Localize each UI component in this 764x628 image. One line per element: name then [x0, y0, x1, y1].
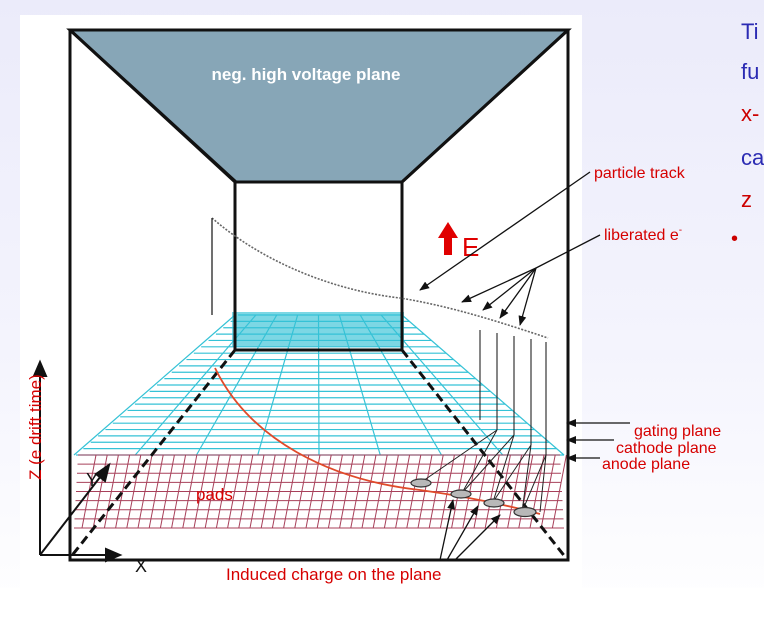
- liberated-electrons-label: liberated e-: [604, 225, 682, 244]
- side-text-line-1: Ti: [741, 19, 759, 44]
- side-text-line-3: x-: [741, 101, 760, 126]
- axis-x-label: X: [135, 556, 147, 576]
- chamber-edges: [68, 28, 570, 562]
- pad-column: [339, 454, 355, 529]
- pad-column: [439, 454, 455, 529]
- induced-charge-cones: [419, 429, 547, 513]
- cathode-plane-label: cathode plane: [616, 440, 717, 457]
- pad-column: [171, 454, 187, 529]
- pad-column: [484, 454, 500, 529]
- pad-column: [551, 454, 567, 529]
- pad-column: [126, 454, 142, 529]
- pad-column: [215, 454, 231, 529]
- pad-column: [406, 454, 422, 529]
- side-bullet: •: [731, 228, 739, 250]
- pad-column: [103, 454, 119, 529]
- e-field-arrow: [438, 222, 458, 255]
- particle-track: [211, 217, 549, 339]
- pad-column: [395, 454, 411, 529]
- annotation-arrows: [419, 171, 630, 561]
- coordinate-axes: [32, 359, 123, 563]
- pad-column: [137, 454, 153, 529]
- pad-column: [204, 454, 220, 529]
- pad-column: [327, 454, 343, 529]
- pad-column: [193, 454, 209, 529]
- side-text-line-4: ca: [741, 145, 764, 170]
- anode-plane-label: anode plane: [602, 456, 690, 473]
- cyan-band-top: [232, 312, 404, 347]
- pad-column: [305, 454, 321, 529]
- pad-column: [507, 454, 523, 529]
- pad-column: [271, 454, 287, 529]
- liberated-electrons-superscript: -: [679, 225, 682, 236]
- pad-column: [283, 454, 299, 529]
- pad-column: [350, 454, 366, 529]
- side-text-line-2: fu: [741, 59, 760, 84]
- charged-pads: [410, 478, 537, 518]
- pad-column: [260, 454, 276, 529]
- pad-column: [372, 454, 388, 529]
- pad-column: [227, 454, 243, 529]
- pad-column: [148, 454, 164, 529]
- pad-column: [294, 454, 310, 529]
- pad-column: [383, 454, 399, 529]
- electron-drift-lines: [479, 330, 547, 455]
- pad-column: [238, 454, 254, 529]
- pad-column: [540, 454, 556, 529]
- induced-charge-label: Induced charge on the plane: [226, 565, 442, 584]
- liberated-electrons-text: liberated e: [604, 227, 679, 244]
- side-text-line-5: z: [741, 187, 752, 212]
- particle-track-label: particle track: [594, 165, 686, 182]
- pad-plane-grid: [74, 454, 567, 529]
- grid-wire-diagonal: [401, 314, 565, 456]
- pad-column: [182, 454, 198, 529]
- pads-label: pads: [196, 485, 233, 504]
- grid-wire-diagonal: [73, 314, 236, 456]
- pad-column: [115, 454, 131, 529]
- hv-plane-label: neg. high voltage plane: [212, 65, 401, 84]
- e-field-label: E: [462, 232, 479, 262]
- pad-column: [361, 454, 377, 529]
- gating-plane-label: gating plane: [634, 423, 721, 440]
- pad-column: [159, 454, 175, 529]
- axis-z-label: Z (e drift time): [26, 374, 45, 480]
- axis-y-label: Y: [86, 470, 98, 490]
- pad-column: [249, 454, 265, 529]
